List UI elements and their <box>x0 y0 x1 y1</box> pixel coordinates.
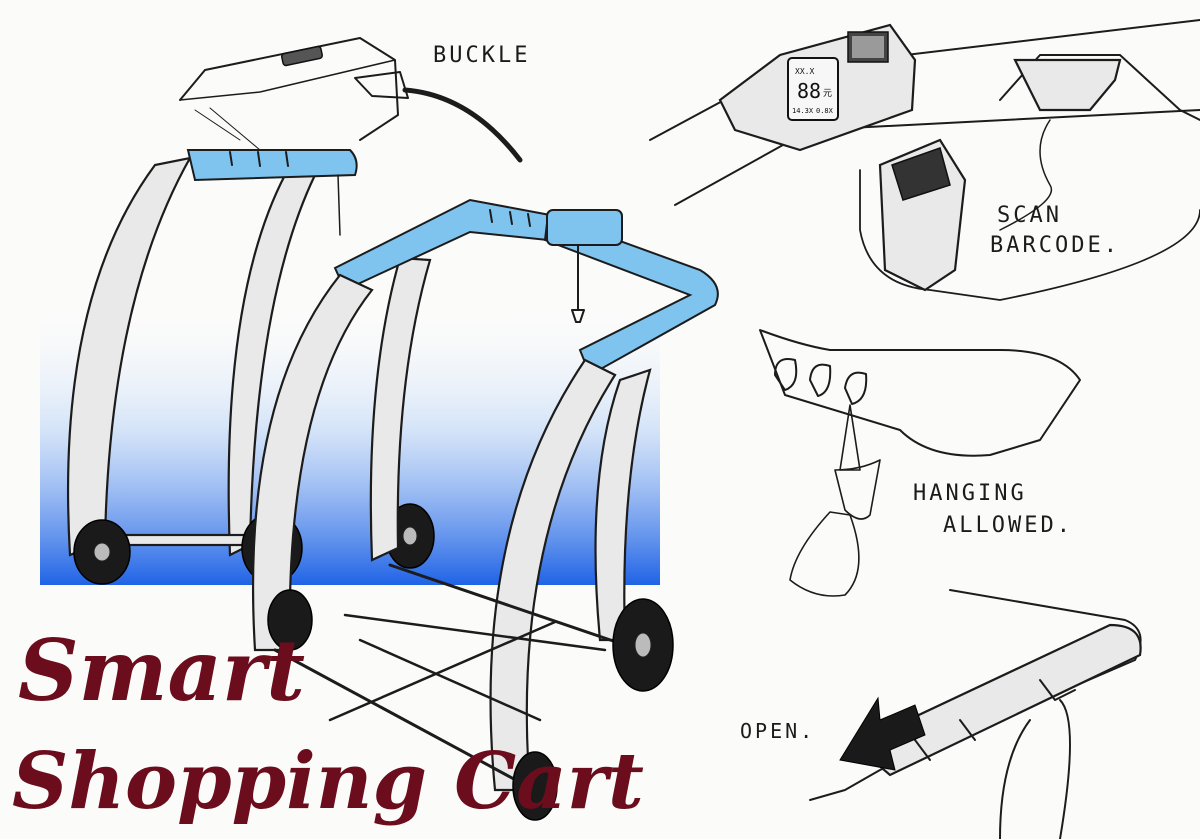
screen-unit: 元 <box>823 89 832 99</box>
buckle-label: BUCKLE <box>433 43 530 68</box>
title-line1: Smart <box>18 621 305 720</box>
buckle-sketch <box>179 37 523 163</box>
screen-bottom-left: 14.3X <box>792 107 814 115</box>
screen-bottom-right: 0.8X <box>816 107 834 115</box>
hanging-label-line2: ALLOWED. <box>943 513 1073 538</box>
main-cart <box>251 198 719 821</box>
screen-handle-sketch: XX.X 88 元 14.3X 0.8X <box>649 19 1200 206</box>
open-handle-sketch <box>809 589 1142 839</box>
scanner-sketch <box>859 54 1200 301</box>
title-line2: Shopping Cart <box>12 736 644 827</box>
open-label: OPEN. <box>740 719 815 743</box>
scan-label-line2: BARCODE. <box>990 233 1120 258</box>
hanging-label-line1: HANGING <box>913 481 1027 506</box>
scan-label-line1: SCAN <box>997 203 1062 228</box>
screen-top-text: XX.X <box>795 67 814 76</box>
screen-number: 88 <box>797 79 821 103</box>
hanging-sketch <box>759 329 1081 597</box>
